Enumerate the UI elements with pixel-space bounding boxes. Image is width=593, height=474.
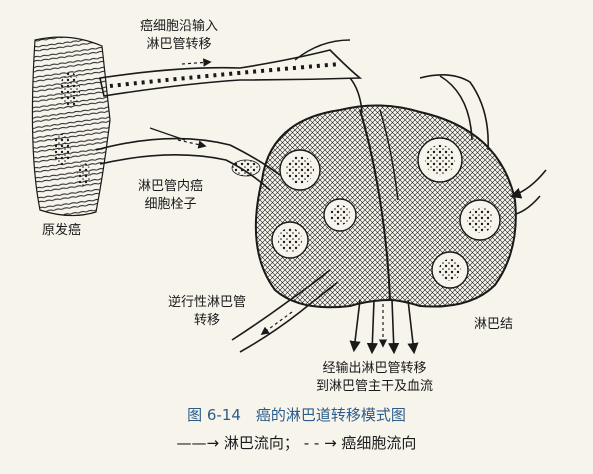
afferent-lymph-vessel-middle xyxy=(95,127,281,191)
figure-legend: ——→ 淋巴流向； - - → 癌细胞流向 xyxy=(0,432,593,453)
label-lymph-node: 淋巴结 xyxy=(474,316,513,334)
label-intravascular-embolus-line2: 细胞栓子 xyxy=(144,197,197,212)
label-lymph-node-text: 淋巴结 xyxy=(474,317,514,332)
efferent-lymph-vessels xyxy=(349,299,419,355)
label-retrograde-metastasis-line2: 转移 xyxy=(194,313,221,328)
legend-dashed-arrow: - - → xyxy=(303,434,337,452)
primary-tumor xyxy=(31,36,111,217)
label-primary-cancer: 原发癌 xyxy=(42,222,81,240)
label-primary-cancer-text: 原发癌 xyxy=(42,223,82,238)
label-efferent-metastasis-line1: 经输出淋巴管转移 xyxy=(322,361,427,376)
label-cancer-along-afferent-vessel-line2: 淋巴管转移 xyxy=(146,37,212,52)
label-cancer-along-afferent-vessel-line1: 癌细胞沿输入 xyxy=(140,19,219,34)
label-cancer-along-afferent-vessel: 癌细胞沿输入 淋巴管转移 xyxy=(140,18,218,54)
label-retrograde-metastasis-line1: 逆行性淋巴管 xyxy=(168,295,247,310)
afferent-lymph-vessel-upper xyxy=(99,39,489,151)
legend-lymph-flow-text: 淋巴流向； xyxy=(223,434,299,452)
afferent-lymph-vessel-right xyxy=(509,169,547,215)
label-efferent-metastasis-line2: 到淋巴管主干及血流 xyxy=(316,379,434,394)
lymph-node xyxy=(254,104,517,309)
label-efferent-metastasis: 经输出淋巴管转移 到淋巴管主干及血流 xyxy=(316,360,433,396)
label-intravascular-embolus-line1: 淋巴管内癌 xyxy=(138,179,204,194)
figure-caption: 图 6-14 癌的淋巴道转移模式图 xyxy=(187,406,406,424)
legend-solid-arrow: ——→ xyxy=(176,434,220,452)
legend-cancer-cell-flow-text: 癌细胞流向 xyxy=(341,434,417,452)
label-intravascular-embolus: 淋巴管内癌 细胞栓子 xyxy=(138,178,203,214)
label-retrograde-metastasis: 逆行性淋巴管 转移 xyxy=(168,294,246,330)
